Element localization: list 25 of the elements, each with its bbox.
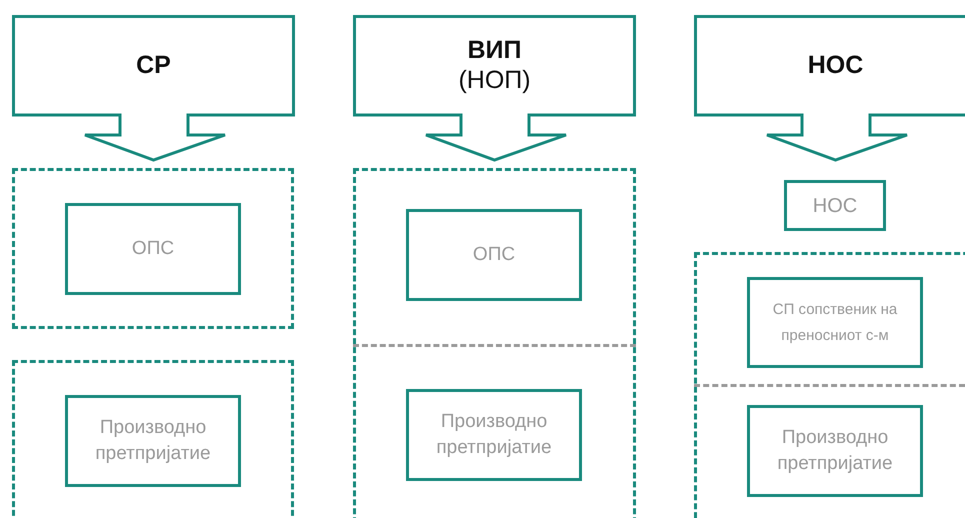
arrow-header [353,15,636,161]
entity-label: Производно претпријатие [776,426,894,476]
entity-label: ОПС [132,237,174,261]
dashed-group-box [353,168,636,518]
arrow-header [694,15,965,161]
entity-label: СП сопственик на преносниот с-м [772,300,898,346]
header-title: ВИП [468,35,522,65]
entity-box [784,180,886,231]
header-title: СР [136,50,171,80]
entity-box [747,405,923,497]
entity-label: Производно претпријатие [94,416,212,466]
arrow-header [12,15,295,161]
dashed-group-box [694,252,965,518]
entity-box [747,277,923,368]
entity-label: НОС [812,194,858,218]
entity-label: Производно претпријатие [435,410,553,460]
entity-label: ОПС [472,243,516,267]
entity-box [406,209,582,301]
entity-box [65,203,241,295]
entity-box [406,389,582,481]
header-title: НОС [808,50,864,80]
header-subtitle: (НОП) [458,65,531,95]
entity-box [65,395,241,487]
dashed-group-box [12,360,294,518]
dashed-group-box [12,168,294,329]
